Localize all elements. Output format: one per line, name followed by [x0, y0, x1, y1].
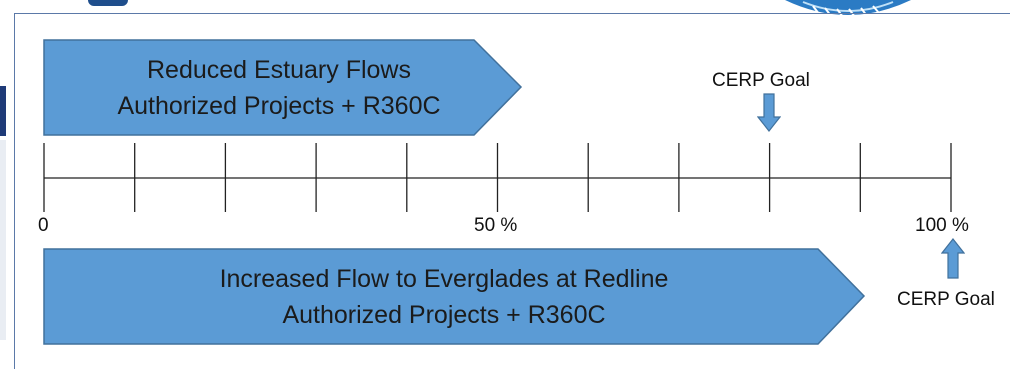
down-arrow-icon [757, 93, 781, 132]
up-arrow-icon [941, 238, 965, 279]
bottom-arrow-line1: Increased Flow to Everglades at Redline [219, 264, 669, 293]
bottom-arrow-line2: Authorized Projects + R360C [282, 300, 606, 329]
top-arrow-text: Reduced Estuary Flows Authorized Project… [44, 40, 514, 135]
content-frame [14, 13, 1010, 369]
scale-end-label: 100 % [915, 215, 969, 236]
cerp-goal-top-label: CERP Goal [712, 70, 810, 91]
scale-start-label: 0 [38, 215, 49, 236]
top-arrow-line1: Reduced Estuary Flows [146, 55, 411, 84]
top-arrow-line2: Authorized Projects + R360C [117, 91, 441, 120]
title-fragment [88, 0, 128, 6]
side-tab-light [0, 140, 6, 340]
bottom-arrow-text: Increased Flow to Everglades at Redline … [44, 249, 844, 344]
scale-mid-label: 50 % [474, 215, 518, 236]
side-tab-dark [0, 86, 6, 136]
cerp-goal-bottom-label: CERP Goal [897, 289, 995, 310]
